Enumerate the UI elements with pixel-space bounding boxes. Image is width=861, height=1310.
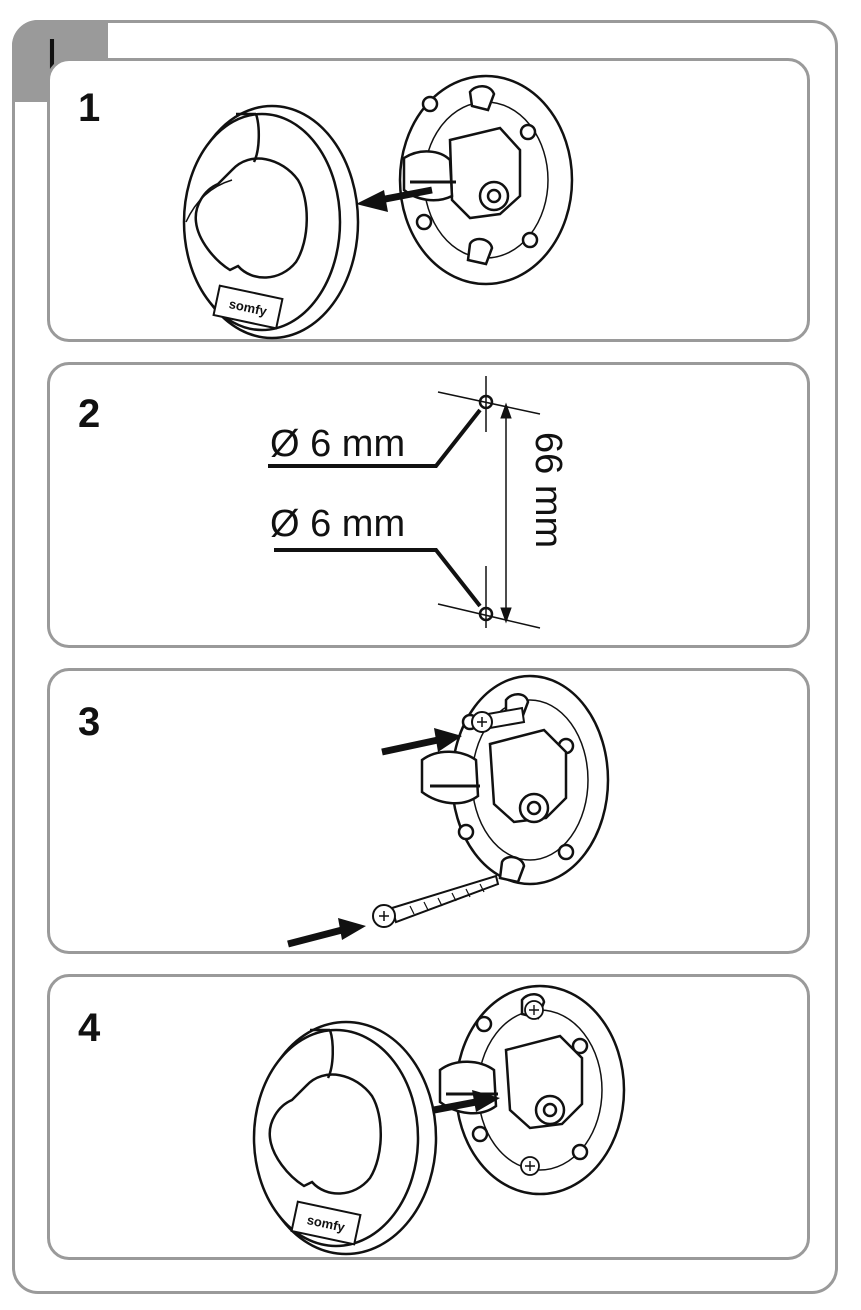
- step-3-mount-base: [420, 674, 610, 886]
- step-2-number: 2: [78, 392, 101, 436]
- step-3-top-screw: [471, 706, 526, 733]
- spacing-label: 66 mm: [527, 432, 569, 548]
- step-3-arrows: [287, 728, 462, 948]
- step-1-logo: somfy: [212, 284, 284, 330]
- step-1-mount-base: [398, 74, 574, 286]
- step-4-cover: somfy: [252, 1020, 438, 1256]
- step-3-bottom-screw: [372, 874, 500, 928]
- step-4-logo: somfy: [290, 1200, 362, 1246]
- step-3-number: 3: [78, 700, 101, 744]
- step-1-arrow: [356, 186, 433, 212]
- top-hole-marker: [478, 394, 494, 410]
- step-2-panel: [47, 362, 810, 648]
- step-1-cover: somfy: [182, 104, 360, 340]
- step-1-number: 1: [78, 86, 101, 130]
- step-2-drill-template: [268, 376, 541, 629]
- top-leader-line: [268, 408, 482, 468]
- hole-label-top: Ø 6 mm: [270, 423, 405, 465]
- step-4-number: 4: [78, 1006, 101, 1050]
- bottom-hole-marker: [478, 606, 494, 622]
- step-4-mount-base: [438, 984, 626, 1196]
- hole-label-bottom: Ø 6 mm: [270, 503, 405, 545]
- step-4-arrow: [433, 1090, 500, 1114]
- bottom-leader-line: [274, 548, 482, 608]
